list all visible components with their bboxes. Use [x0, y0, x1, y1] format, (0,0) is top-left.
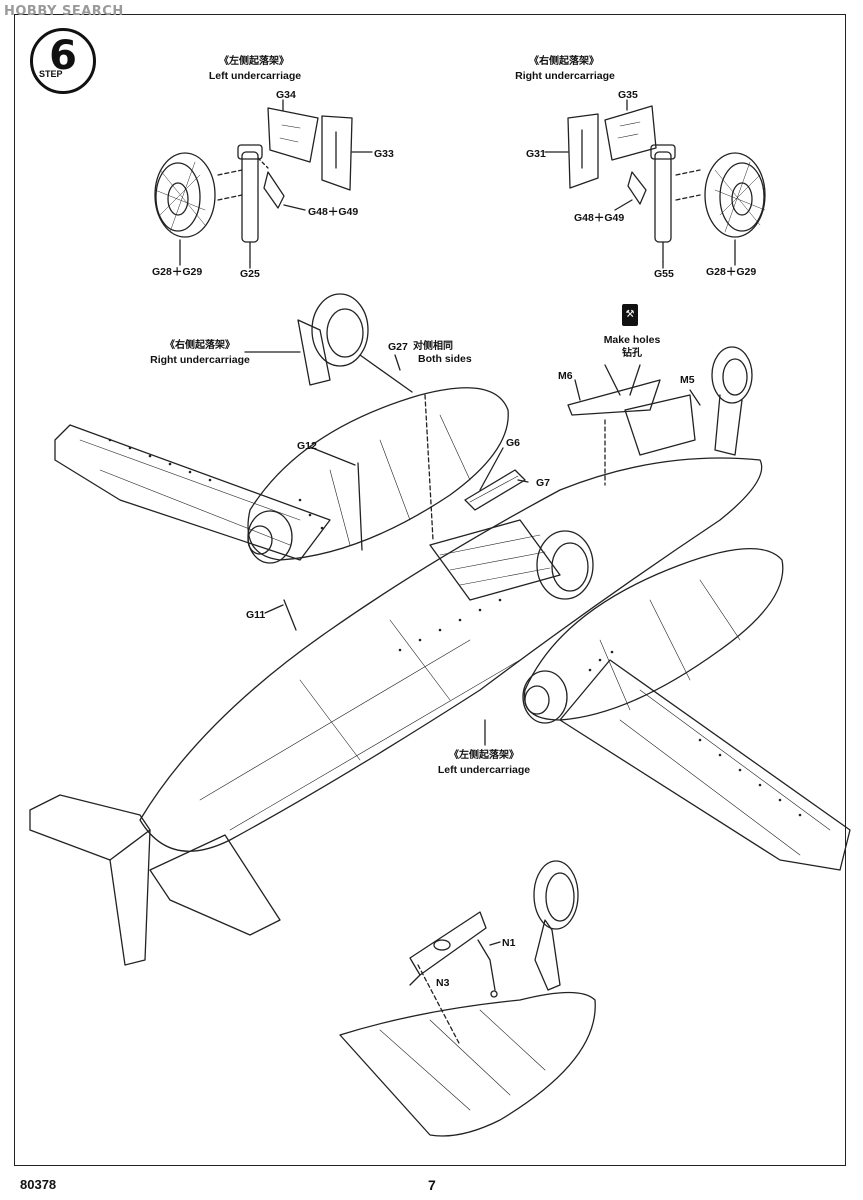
step-badge: 6 STEP	[30, 28, 96, 94]
part-g48-g49-left: G48＋G49	[308, 206, 359, 218]
part-g28-g29-right: G28＋G29	[706, 266, 757, 278]
part-n3: N3	[436, 977, 450, 989]
left-uc-top-cn: 《左侧起落架》	[219, 56, 289, 67]
step-number: 6	[49, 33, 77, 79]
kit-code: 80378	[20, 1177, 57, 1192]
make-holes-en: Make holes	[603, 334, 661, 346]
page-frame	[14, 14, 846, 1166]
part-g11: G11	[246, 609, 266, 621]
part-g28-g29-left: G28＋G29	[152, 266, 203, 278]
both-sides-en: Both sides	[418, 353, 472, 365]
right-uc-mid-en: Right undercarriage	[150, 354, 250, 366]
right-uc-top-cn: 《右侧起落架》	[529, 56, 599, 67]
step-word: STEP	[39, 69, 63, 79]
part-g55: G55	[654, 268, 674, 280]
left-uc-bottom-cn: 《左侧起落架》	[449, 750, 519, 761]
left-uc-bottom-en: Left undercarriage	[437, 764, 531, 776]
left-uc-top-en: Left undercarriage	[208, 70, 302, 82]
right-uc-top-en: Right undercarriage	[515, 70, 615, 82]
part-m5: M5	[680, 374, 695, 386]
page-number: 7	[428, 1177, 436, 1193]
bottom-inset-left-undercarriage	[339, 860, 596, 1137]
part-g7: G7	[536, 477, 551, 489]
part-m6: M6	[558, 370, 573, 382]
aircraft-main	[29, 293, 851, 966]
drill-icon: ⚒	[622, 304, 638, 326]
rivet-dots	[108, 438, 802, 817]
part-g34: G34	[276, 89, 296, 101]
right-uc-mid-cn: 《右侧起落架》	[165, 340, 235, 351]
part-n1: N1	[502, 937, 516, 949]
watermark: HOBBY SEARCH	[4, 4, 124, 19]
both-sides-cn: 对侧相同	[413, 341, 453, 352]
part-g6: G6	[506, 437, 521, 449]
part-g48-g49-right: G48＋G49	[574, 212, 625, 224]
part-g27: G27	[388, 341, 408, 353]
left-undercarriage-detail	[154, 99, 373, 269]
make-holes-cn: 钻孔	[622, 348, 642, 359]
part-g12: G12	[297, 440, 317, 452]
part-g31: G31	[526, 148, 546, 160]
right-undercarriage-detail	[544, 99, 766, 269]
part-g25: G25	[240, 268, 260, 280]
part-g33: G33	[374, 148, 394, 160]
part-g35: G35	[618, 89, 638, 101]
